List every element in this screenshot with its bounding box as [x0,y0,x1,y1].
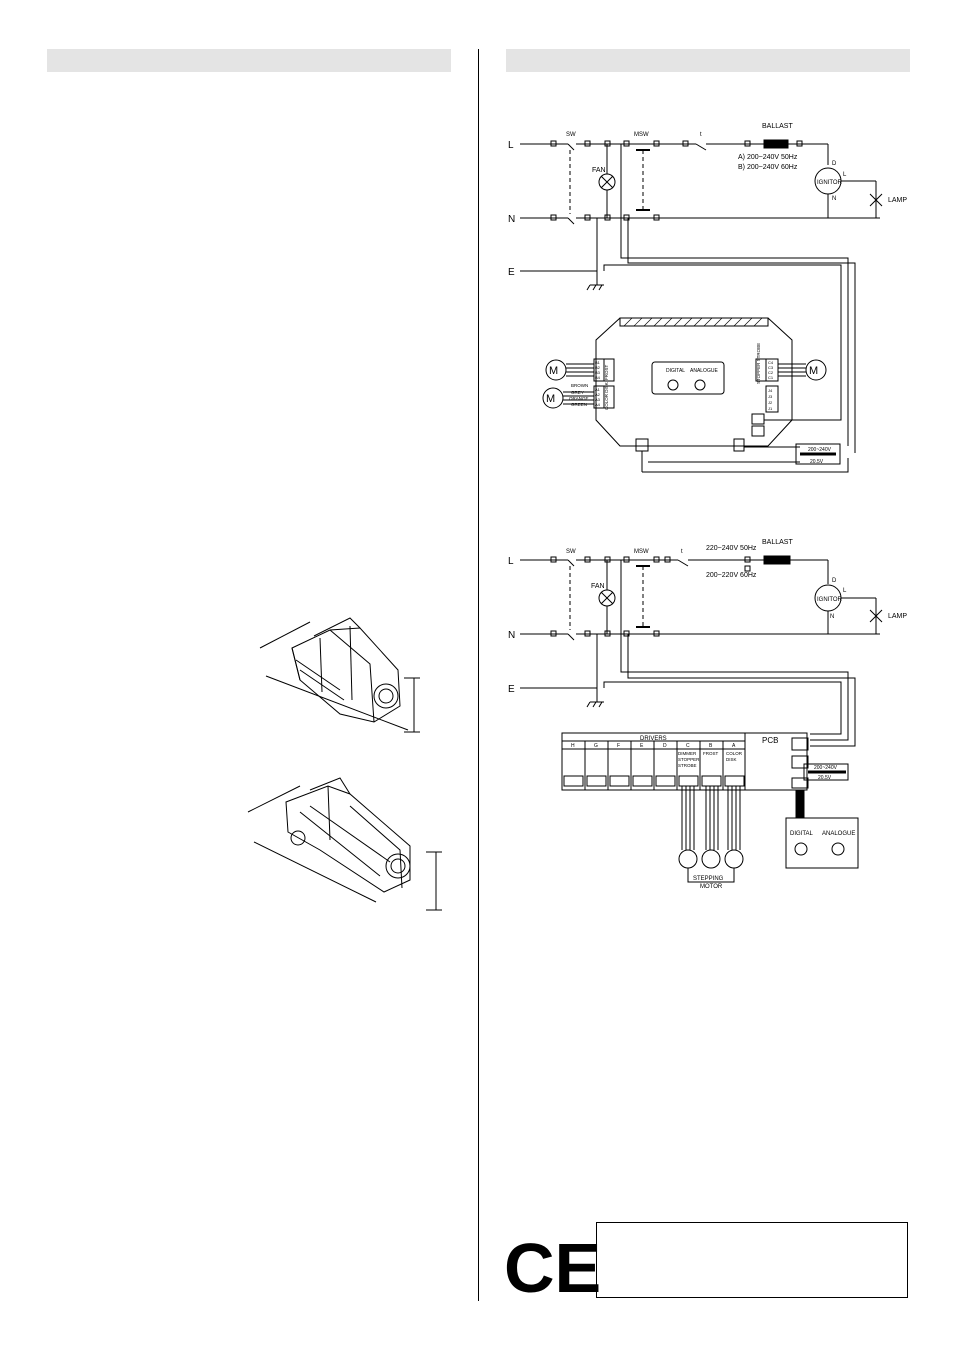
pin-b4: B4 [595,375,601,380]
ignitor-d-2: D [832,578,837,584]
msw-label-2: MSW [634,549,649,555]
ignitor-n-2: N [830,614,834,620]
transformer-top-2: 200~240V [814,765,838,771]
stepping-label: STEPPING [693,876,724,882]
ignitor-l-2: L [843,588,847,594]
col-g: G [594,743,598,749]
label-E-2: E [508,684,515,695]
ballast-label: BALLAST [762,123,793,130]
col-a-color: COLOR [726,751,743,756]
lamp-label: LAMP [888,197,907,204]
wire-green: GREEN [571,402,587,407]
ce-notice-box [596,1222,908,1298]
color-disk-label-1: COLOR DISK [604,382,609,410]
pin-a3: A3 [595,397,601,402]
pin-c2: C2 [768,370,774,375]
col-b-frost: FROST [703,751,719,756]
stopper-strobe-label: STOPPER STROBE [756,343,761,384]
wiring-diagram-1: L N E BALLAST A) 200~240V 50Hz B) 200~24… [508,123,907,473]
fixture-drawing-2 [247,777,442,911]
ignitor-label: IGNITOR [817,180,843,186]
digital-label-2: DIGITAL [790,831,814,837]
label-L: L [508,140,514,151]
column-divider [478,49,479,1301]
label-E: E [508,267,515,278]
frost-label-1: FROST [604,364,609,380]
label-L-2: L [508,556,514,567]
col-c: C [686,743,690,749]
pin-b3: B3 [595,370,601,375]
col-c-dimmer: DIMMER [678,751,697,756]
pin-b2: B2 [595,365,601,370]
col-e: E [640,743,644,749]
pin-j4: J4 [768,388,773,393]
right-section-header-bar [506,49,910,72]
pin-j2: J2 [768,400,773,405]
ignitor-d: D [832,161,837,167]
col-d: D [663,743,667,749]
motor-3: M [809,365,818,377]
col-f: F [617,743,620,749]
pin-a2: A2 [595,392,601,397]
pin-a4: A4 [595,402,601,407]
motor-2: M [546,393,555,405]
col-a: A [732,743,736,749]
wire-grey: GREY [571,390,584,395]
pin-b1: B1 [595,360,601,365]
fan-label-2: FAN [591,583,605,590]
ignitor-label-2: IGNITOR [817,597,843,603]
motor-label: MOTOR [700,884,723,890]
sw-label-2: SW [566,549,576,555]
ballast-b-2: 200~220V 60Hz [706,572,757,579]
pin-c1: C1 [768,375,774,380]
label-N-2: N [508,630,515,641]
analogue-label-1: ANALOGUE [690,368,718,374]
msw-label: MSW [634,132,649,138]
pin-j1: J1 [768,406,773,411]
lamp-label-2: LAMP [888,613,907,620]
col-a-disk: DISK [726,757,737,762]
analogue-label-2: ANALOGUE [822,831,855,837]
pin-j3: J3 [768,394,773,399]
transformer-top-1: 200~240V [808,447,832,453]
drivers-label: DRIVERS [640,736,667,742]
transformer-bottom-2: 20.5V [818,775,832,781]
fixture-drawing-1 [259,617,420,733]
motor-1: M [549,365,558,377]
ballast-a: A) 200~240V 50Hz [738,154,798,161]
wire-brown: BROWN [571,383,588,388]
pin-a1: A1 [595,387,601,392]
ballast-b: B) 200~240V 60Hz [738,164,798,171]
fan-label: FAN [592,167,606,174]
label-N: N [508,214,515,225]
col-b: B [709,743,713,749]
col-h: H [571,743,575,749]
ignitor-n: N [832,196,836,202]
transformer-bottom-1: 20.5V [810,459,824,465]
thermal-label-2: t [681,549,683,555]
pin-c4: C4 [768,360,774,365]
sw-label: SW [566,132,576,138]
wire-orange: ORANGE [569,396,589,401]
left-section-header-bar [47,49,451,72]
col-c-strobe: STROBE [678,763,697,768]
col-c-stopper: STOPPER [678,757,700,762]
digital-label-1: DIGITAL [666,368,685,374]
thermal-label: t [700,132,702,138]
ignitor-l: L [843,172,847,178]
ballast-a-2: 220~240V 50Hz [706,545,757,552]
ce-mark-text: CE [504,1229,601,1307]
wiring-diagram-2: L N E BALLAST 220~240V 50Hz 200~220V 60H… [508,539,907,890]
ce-mark: CE [504,1229,601,1307]
pcb-label: PCB [762,736,778,745]
pin-c3: C3 [768,365,774,370]
ballast-label-2: BALLAST [762,539,793,546]
